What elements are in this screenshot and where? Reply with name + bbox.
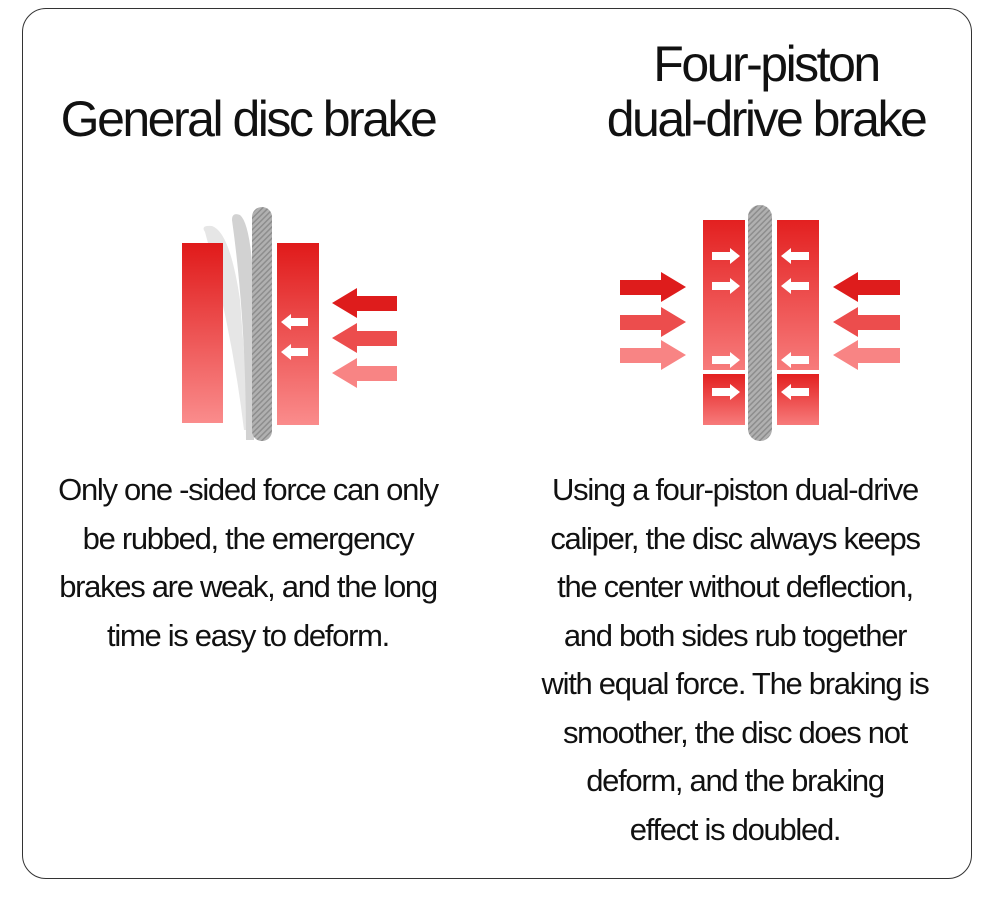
description-line: deform, and the braking [586,763,885,798]
description-line: the center without deflection, [557,569,914,604]
brake-disc [748,205,772,441]
title-line: General disc brake [60,91,438,147]
brake-pad [277,243,319,425]
title-line: dual-drive brake [606,91,928,147]
description-line: be rubbed, the emergency [82,520,415,556]
description-line: smoother, the disc does not [562,714,908,750]
description-line: with equal force. The braking is [541,666,930,701]
description-line: and both sides rub together [563,617,908,653]
brake-pad [703,220,745,370]
description-line: effect is doubled. [629,811,842,847]
deformed-disc-ghost [203,225,250,430]
piston-arrow-icons [712,248,809,400]
force-arrow-icons [332,288,397,388]
deformed-disc-ghost [232,214,254,440]
brake-pad [777,220,819,370]
brake-pad [777,374,819,425]
piston-arrow-icons [281,314,308,360]
brake-disc [252,207,272,441]
brake-pad [182,243,223,423]
description-line: brakes are weak, and the long [59,569,438,604]
comparison-card [22,8,972,879]
title-line: Four-piston [653,36,881,92]
description-line: caliper, the disc always keeps [550,520,921,556]
force-arrow-icons [620,272,900,370]
four-piston-brake-description: Using a four-piston dual-drive caliper, … [490,466,980,854]
single-sided-brake-diagram-icon [182,207,397,441]
general-disc-brake-description: Only one -sided force can only be rubbed… [0,466,496,660]
brake-pad [703,374,745,425]
four-piston-brake-diagram-icon [620,205,900,441]
description-line: Using a four-piston dual-drive [552,472,919,507]
description-line: time is easy to deform. [107,617,390,653]
general-disc-brake-title: General disc brake [0,92,496,147]
four-piston-brake-title: Four-piston dual-drive brake [520,37,1000,147]
description-line: Only one -sided force can only [58,472,439,507]
